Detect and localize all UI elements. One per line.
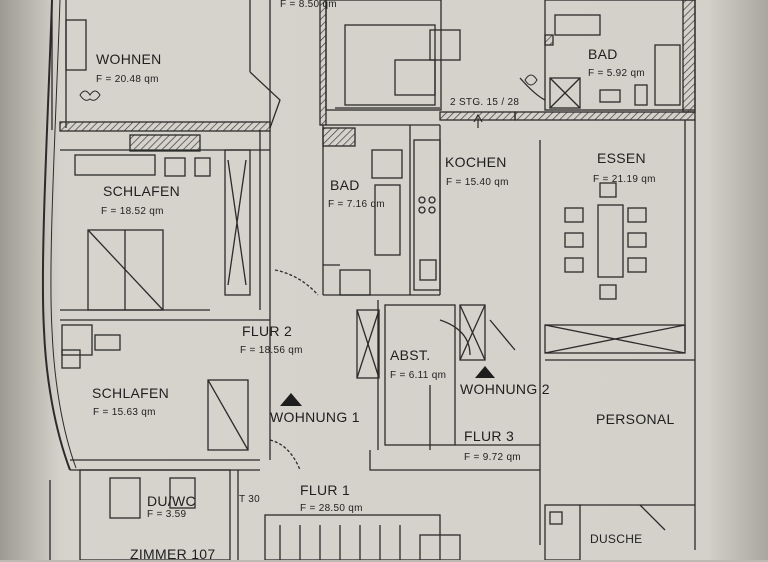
apartment-1-marker-icon xyxy=(280,393,302,406)
room-flur2-name: FLUR 2 xyxy=(242,323,293,339)
room-bad-mid-name: BAD xyxy=(330,177,360,193)
room-bad-top-name: BAD xyxy=(588,46,618,62)
plant-symbols xyxy=(79,74,538,101)
room-wohnen-name: WOHNEN xyxy=(96,51,162,67)
apartment-2-label: WOHNUNG 2 xyxy=(460,381,550,397)
room-zimmer-label: ZIMMER 107 xyxy=(130,546,216,562)
room-flur1-name: FLUR 1 xyxy=(300,482,351,498)
room-kochen-name: KOCHEN xyxy=(445,154,507,170)
room-kochen-area: F = 15.40 qm xyxy=(446,177,509,188)
room-dusche-label: DUSCHE xyxy=(590,532,643,546)
room-abst-name: ABST. xyxy=(390,347,431,363)
apartment-2-marker-icon xyxy=(475,366,495,378)
stair-note: 2 STG. 15 / 28 xyxy=(450,97,520,108)
walls xyxy=(41,0,696,560)
room-wohnen-area: F = 20.48 qm xyxy=(96,74,159,85)
room-bad-mid-area: F = 7.16 qm xyxy=(328,199,385,210)
room-essen-area: F = 21.19 qm xyxy=(593,174,656,185)
room-essen-name: ESSEN xyxy=(597,150,646,166)
stair-arrow-icon xyxy=(473,113,483,128)
room-duwc-name: DU/WC xyxy=(147,493,196,509)
room-schlafen1-area: F = 18.52 qm xyxy=(101,206,164,217)
room-schlafen1-name: SCHLAFEN xyxy=(103,183,181,199)
room-schlafen2-name: SCHLAFEN xyxy=(92,385,170,401)
room-flur2-area: F = 18.56 qm xyxy=(240,345,303,356)
top-room-area: F = 8.50 qm xyxy=(280,0,337,10)
room-bad-top-area: F = 5.92 qm xyxy=(588,68,645,79)
room-duwc-area: F = 3.59 xyxy=(147,509,187,520)
room-flur1-area: F = 28.50 qm xyxy=(300,503,363,514)
room-flur3-name: FLUR 3 xyxy=(464,428,515,444)
room-personal-label: PERSONAL xyxy=(596,411,675,427)
fire-door-label: T 30 xyxy=(239,494,261,505)
apartment-1-label: WOHNUNG 1 xyxy=(270,409,360,425)
room-flur3-area: F = 9.72 qm xyxy=(464,452,521,463)
room-abst-area: F = 6.11 qm xyxy=(390,370,447,381)
room-schlafen2-area: F = 15.63 qm xyxy=(93,407,156,418)
